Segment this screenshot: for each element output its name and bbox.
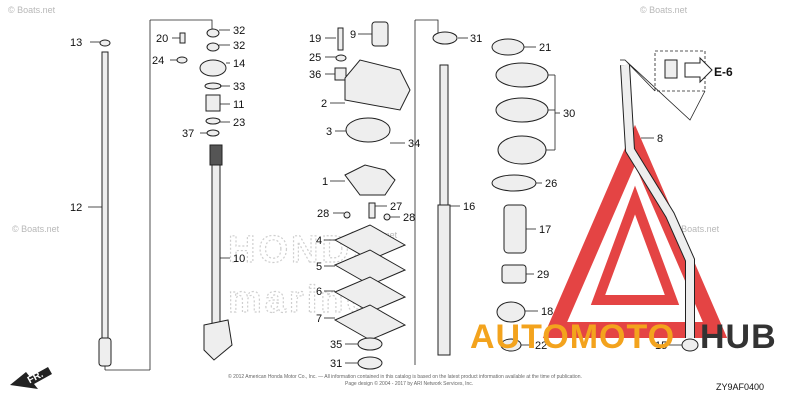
part-8-water-tube [620,64,695,338]
callout-31a: 31 [330,358,342,370]
part-31-seal-top [432,31,458,45]
callout-4: 4 [316,235,322,247]
callout-22: 22 [535,340,547,352]
part-13-washer [99,39,111,47]
callout-5: 5 [316,261,322,273]
callout-14: 14 [233,58,245,70]
automotohub-overlay: AUTOMOTO HUB [470,318,777,356]
callout-32a: 32 [233,25,245,37]
callout-numbers: 13 12 20 24 32 32 14 33 11 23 37 10 19 2… [70,25,667,370]
callout-16: 16 [463,201,475,213]
callout-13: 13 [70,37,82,49]
callout-6: 6 [316,286,322,298]
callout-36: 36 [309,69,321,81]
callout-34: 34 [408,138,420,150]
copyright-line-1: © 2012 American Honda Motor Co., Inc. — … [228,373,582,380]
callout-20: 20 [156,33,168,45]
callout-1: 1 [322,176,328,188]
callout-11: 11 [233,99,244,111]
leader-lines [88,29,682,364]
callout-8: 8 [657,133,663,145]
overlay-brand-part2: HUB [700,318,777,356]
callout-15: 15 [655,340,667,352]
callout-32b: 32 [233,40,245,52]
copyright-line-2: Page design © 2004 - 2017 by ARI Network… [345,380,473,387]
ghost-marine-watermark: marine [228,279,371,321]
watermark-mid-right: © Boats.net [672,224,720,234]
overlay-brand-part1: AUTOMOTO [470,318,675,356]
front-direction-arrow: FR. [10,367,52,389]
drawing-code: ZY9AF0400 [716,382,764,392]
water-pump-assembly [333,21,411,370]
callout-28a: 28 [317,208,329,220]
watermark-top-left: © Boats.net [8,5,56,15]
watermark-top-right: © Boats.net [640,5,688,15]
callout-25: 25 [309,52,321,64]
callout-2: 2 [321,98,327,110]
callout-35: 35 [330,339,342,351]
callout-27: 27 [390,201,402,213]
callout-23: 23 [233,117,245,129]
part-12-shaft [98,51,112,367]
watermark-mid-left: © Boats.net [12,224,60,234]
callout-19: 19 [309,33,321,45]
callout-30: 30 [563,108,575,120]
callout-9: 9 [350,29,356,41]
callout-7: 7 [316,313,322,325]
reference-label: E-6 [714,65,733,79]
callout-37: 37 [182,128,194,140]
callout-10: 10 [233,253,245,265]
callout-28b: 28 [403,212,415,224]
upper-small-parts [176,28,227,137]
callout-3: 3 [326,126,332,138]
callout-17: 17 [539,224,551,236]
callout-21: 21 [539,42,551,54]
reference-e6: E-6 [624,50,733,121]
callout-18: 18 [541,306,553,318]
callout-26: 26 [545,178,557,190]
callout-12: 12 [70,202,82,214]
callout-33: 33 [233,81,245,93]
part-10-shaft [203,144,233,361]
callout-31b: 31 [470,33,482,45]
part-15-grommet [681,338,699,352]
bearing-stack [491,38,549,352]
callout-29: 29 [537,269,549,281]
part-16-drive-shaft [437,64,451,356]
callout-24: 24 [152,55,164,67]
